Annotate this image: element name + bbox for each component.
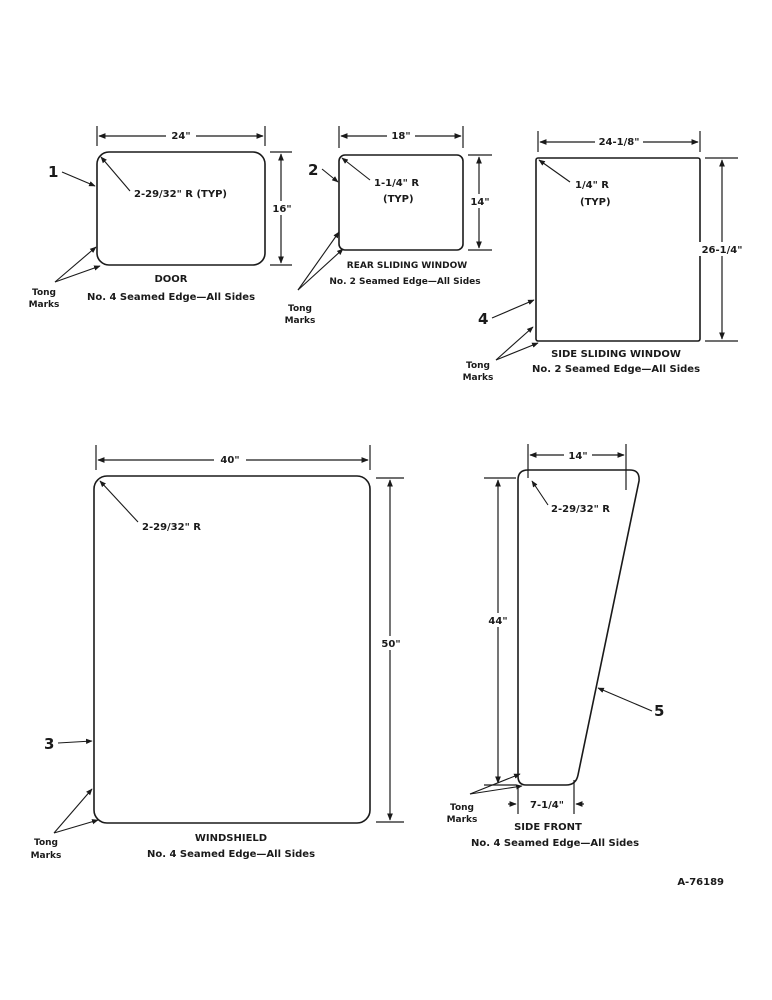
side-front-outline [517,469,640,786]
door-note: No. 4 Seamed Edge—All Sides [87,292,255,303]
side-window-panel: 24-1/8" 26-1/4" 1/4" R (TYP) 4 Tong Mark… [463,131,748,383]
side-window-width-label: 24-1/8" [599,137,640,148]
windshield-tong-marks-label-2: Marks [31,851,62,861]
rear-window-width-label: 18" [391,131,410,142]
door-outline [96,151,266,266]
side-front-note: No. 4 Seamed Edge—All Sides [471,838,639,849]
rear-window-radius-label: 1-1/4" R [374,178,419,189]
rear-window-outline [338,154,464,251]
side-front-bottom-width-label: 7-1/4" [530,800,564,811]
windshield-note: No. 4 Seamed Edge—All Sides [147,849,315,860]
rear-window-tong-marks-label-2: Marks [285,316,316,326]
windshield-title: WINDSHIELD [195,833,267,844]
rear-window-radius-typ: (TYP) [383,194,414,205]
door-tong-marks-label-2: Marks [29,300,60,310]
side-window-radius-label: 1/4" R [575,180,609,191]
side-window-height-label: 26-1/4" [702,245,743,256]
windshield-tong-marks-label: Tong [34,838,58,848]
side-front-title: SIDE FRONT [514,822,582,833]
door-item-number: 1 [48,163,58,181]
side-front-panel: 14" 44" 2-29/32" R 5 7-1/4" Tong Marks S… [447,444,664,849]
side-window-outline [535,157,701,342]
rear-window-item-number: 2 [308,161,318,179]
door-tong-marks-label: Tong [32,288,56,298]
windshield-item-number: 3 [44,735,54,753]
door-panel: 24" 16" 2-29/32" R (TYP) 1 Tong Marks DO… [29,126,293,310]
side-front-tong-marks-label: Tong [450,803,474,813]
side-front-height-label: 44" [488,616,507,627]
drawing-id: A-76189 [677,877,724,888]
windshield-outline [93,475,371,824]
door-radius-label: 2-29/32" R (TYP) [134,189,227,200]
side-front-top-width-label: 14" [568,451,587,462]
rear-window-tong-marks-label: Tong [288,304,312,314]
windshield-radius-label: 2-29/32" R [142,522,201,533]
door-title: DOOR [154,274,187,285]
rear-window-note: No. 2 Seamed Edge—All Sides [329,277,480,287]
side-window-tong-marks-label: Tong [466,361,490,371]
windshield-width-label: 40" [220,455,239,466]
rear-window-height-label: 14" [470,197,489,208]
rear-window-panel: 18" 14" 1-1/4" R (TYP) 2 Tong Marks REAR… [285,126,492,326]
windshield-height-label: 50" [381,639,400,650]
side-window-note: No. 2 Seamed Edge—All Sides [532,364,700,375]
door-height-label: 16" [272,204,291,215]
side-front-tong-marks-label-2: Marks [447,815,478,825]
side-front-item-number: 5 [654,702,664,720]
rear-window-title: REAR SLIDING WINDOW [347,261,467,271]
side-window-tong-marks-label-2: Marks [463,373,494,383]
door-width-label: 24" [171,131,190,142]
side-window-item-number: 4 [478,310,488,328]
side-window-radius-typ: (TYP) [580,197,611,208]
side-front-radius-label: 2-29/32" R [551,504,610,515]
windshield-panel: 40" 50" 2-29/32" R 3 Tong Marks WINDSHIE… [31,445,404,861]
side-window-title: SIDE SLIDING WINDOW [551,349,681,360]
